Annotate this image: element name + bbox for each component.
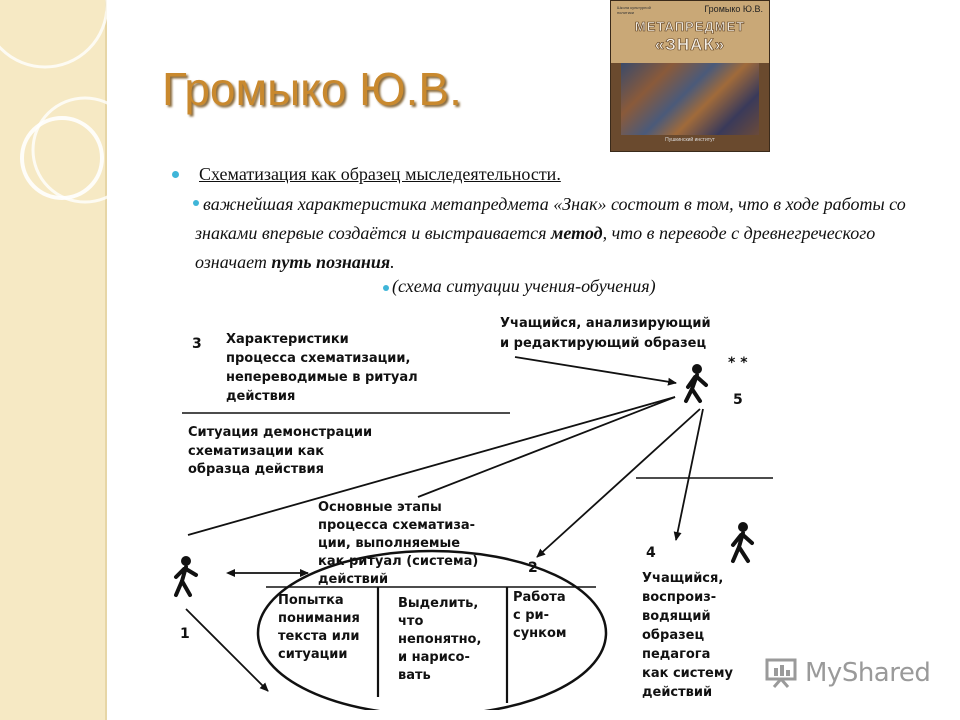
block3-line4: действия xyxy=(226,389,295,404)
book-title-line1: МЕТАПРЕДМЕТ xyxy=(634,19,746,35)
body-text-part2: , что в переводе с древнегреческого озна… xyxy=(195,223,876,272)
bullet-dot xyxy=(193,200,199,206)
bullet-dot xyxy=(383,285,389,291)
block3-line1: Характеристики xyxy=(226,332,349,347)
block4-line2: воспроиз- xyxy=(642,590,716,605)
col1-line3: текста или xyxy=(278,629,359,644)
book-cover-image: Школа культурной политики Громыко Ю.В. М… xyxy=(610,0,770,152)
body-text-part3: . xyxy=(390,252,395,272)
label-number-4: 4 xyxy=(646,545,656,561)
watermark-text: MyShared xyxy=(805,658,931,688)
body-bold-method: метод xyxy=(551,223,603,243)
stages-line1: Основные этапы xyxy=(318,500,442,515)
bullet-body: важнейшая характеристика метапредмета «З… xyxy=(195,190,925,277)
line-to-stages xyxy=(417,396,676,498)
arrow-from-analyzing-student xyxy=(514,356,677,386)
label-number-1: 1 xyxy=(180,626,190,642)
block3-line3: непереводимые в ритуал xyxy=(226,370,418,385)
line-to-student-1 xyxy=(187,396,676,536)
block4-line5: педагога xyxy=(642,647,710,662)
stages-line5: действий xyxy=(318,572,388,587)
bullet-dot xyxy=(172,171,179,178)
col3-line2: с ри- xyxy=(513,608,549,623)
stages-ellipse xyxy=(256,549,608,710)
body-text-part1: важнейшая характеристика метапредмета «З… xyxy=(195,194,906,243)
book-cover-painting xyxy=(621,63,759,135)
col2-line5: вать xyxy=(398,668,431,683)
book-cover-header xyxy=(611,1,769,63)
label-number-5: 5 xyxy=(733,392,743,408)
slide-title: Громыко Ю.В. xyxy=(162,63,462,115)
col1-line1: Попытка xyxy=(278,593,344,608)
block4-line7: действий xyxy=(642,685,712,700)
col1-line4: ситуации xyxy=(278,647,347,662)
diagram-caption: (схема ситуации учения-обучения) xyxy=(392,276,656,296)
arrow-to-ellipse xyxy=(185,608,269,692)
arrow-to-student-4 xyxy=(673,408,704,541)
col2-line2: что xyxy=(398,614,423,629)
decorative-circles xyxy=(0,0,139,204)
col2-line3: непонятно, xyxy=(398,632,481,647)
bullet-heading: Схематизация как образец мыследеятельнос… xyxy=(199,164,561,184)
demo-line1: Ситуация демонстрации xyxy=(188,425,372,440)
book-title-line2: «ЗНАК» xyxy=(654,35,726,55)
col3-line3: сунком xyxy=(513,626,567,641)
col1-line2: понимания xyxy=(278,611,360,626)
block5-line2: и редактирующий образец xyxy=(500,336,706,351)
body-bold-path: путь познания xyxy=(271,252,391,272)
book-author: Громыко Ю.В. xyxy=(704,4,763,14)
demo-line3: образца действия xyxy=(188,462,324,477)
side-decor-line xyxy=(105,0,107,720)
col3-line1: Работа xyxy=(513,590,566,605)
stages-line3: ции, выполняемые xyxy=(318,536,460,551)
stars: * * xyxy=(728,355,748,371)
learning-situation-diagram: 3 Характеристики процесса схематизации, … xyxy=(174,316,773,710)
col2-line4: и нарисо- xyxy=(398,650,470,665)
student-figure-5 xyxy=(684,364,708,403)
block4-line6: как систему xyxy=(642,666,733,681)
arrow-to-stages-ellipse xyxy=(536,408,701,558)
stages-line2: процесса схематиза- xyxy=(318,518,475,533)
block3-line2: процесса схематизации, xyxy=(226,351,410,366)
block4-line3: водящий xyxy=(642,609,711,624)
block5-line1: Учащийся, анализирующий xyxy=(500,316,711,331)
book-publisher: Пушкинский институт xyxy=(665,137,715,143)
block4-line4: образец xyxy=(642,628,704,643)
demo-line2: схематизации как xyxy=(188,444,324,459)
watermark: MyShared xyxy=(765,655,931,691)
label-number-2: 2 xyxy=(528,560,538,576)
student-figure-1 xyxy=(174,556,198,597)
col2-line1: Выделить, xyxy=(398,596,478,611)
label-number-3: 3 xyxy=(192,336,202,352)
presentation-icon xyxy=(765,658,797,688)
student-figure-4 xyxy=(731,522,754,563)
block4-line1: Учащийся, xyxy=(642,571,723,586)
book-series: Школа культурной политики xyxy=(617,5,651,15)
